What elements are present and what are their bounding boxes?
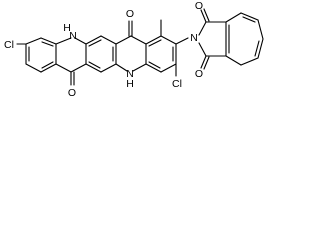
ring-e bbox=[145, 19, 189, 77]
oxygen-bottom-label: O bbox=[68, 87, 76, 99]
ring-d bbox=[115, 20, 147, 72]
nitrogen-imide-label: N bbox=[190, 32, 198, 44]
oxygen-imide-top-label: O bbox=[195, 0, 203, 12]
ring-b bbox=[55, 37, 87, 86]
structure-svg: Cl H N O O N H Cl N O O bbox=[4, 0, 264, 99]
chlorine-left-label: Cl bbox=[4, 39, 14, 51]
nh-top-n-label: N bbox=[69, 30, 77, 42]
nh-top-h-label: H bbox=[63, 22, 71, 34]
nh-bottom-h-label: H bbox=[126, 78, 134, 90]
atom-labels: Cl H N O O N H Cl N O O bbox=[4, 0, 203, 99]
ring-a bbox=[16, 37, 57, 73]
chlorine-right-label: Cl bbox=[172, 78, 182, 90]
oxygen-imide-bottom-label: O bbox=[195, 68, 203, 80]
ring-c bbox=[85, 35, 117, 73]
nh-bottom-n-label: N bbox=[126, 68, 134, 80]
phthalimide bbox=[198, 8, 264, 70]
oxygen-top-label: O bbox=[126, 8, 134, 20]
molecule-diagram: Cl H N O O N H Cl N O O bbox=[0, 0, 276, 109]
